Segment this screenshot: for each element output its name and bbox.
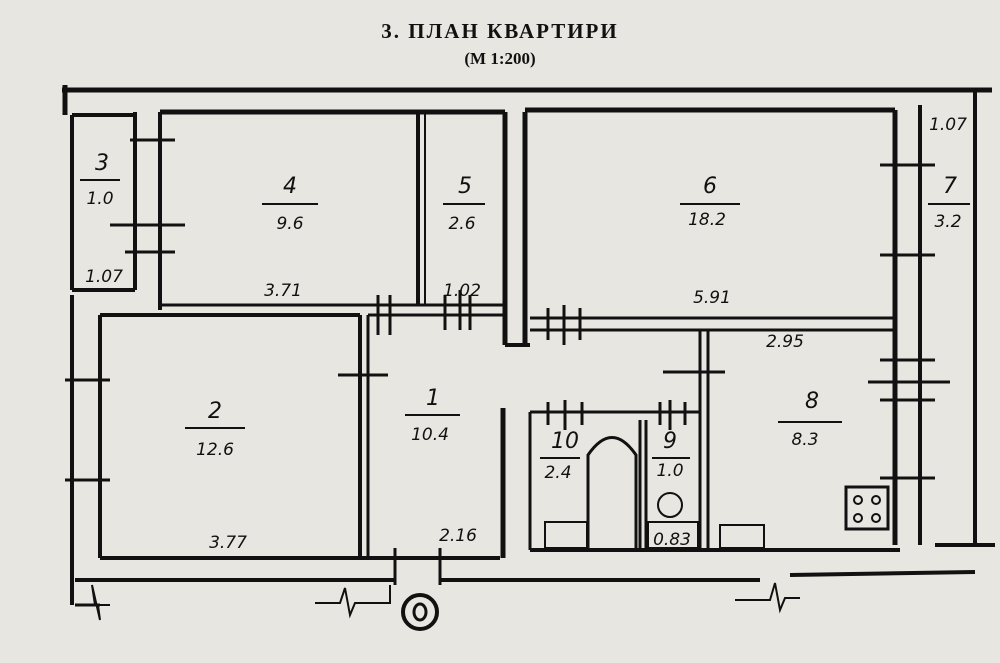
dimensions-room6_length: 5.91: [693, 288, 731, 308]
rooms-6-number: 7: [943, 174, 957, 199]
dimensions-room4_length: 3.71: [264, 281, 302, 301]
dimensions-room7_width: 1.07: [929, 115, 967, 135]
stove-icon: [844, 485, 890, 531]
walls: [62, 85, 995, 631]
dimensions-room3_width: 1.07: [85, 267, 123, 287]
rooms-7-area: 8.3: [791, 430, 818, 450]
room-3: 31.0: [80, 151, 120, 209]
rooms-5-number: 6: [703, 174, 717, 199]
rooms-3-area: 9.6: [276, 214, 303, 234]
room-1: 110.4: [405, 386, 460, 445]
room-10: 102.4: [540, 429, 580, 483]
room-8: 88.3: [778, 389, 842, 450]
rooms-8-area: 1.0: [656, 461, 683, 481]
rooms-0-area: 10.4: [411, 425, 449, 445]
rooms-9-number: 10: [551, 429, 579, 454]
room-6: 618.2: [680, 174, 740, 230]
dimensions-room8_length: 2.95: [766, 332, 804, 352]
rooms-6-area: 3.2: [934, 212, 961, 232]
rooms-1-area: 12.6: [196, 440, 234, 460]
rooms-7-number: 8: [805, 389, 819, 414]
plan-title: 3. ПЛАН КВАРТИРИ: [381, 19, 618, 43]
dimensions-room5_length: 1.02: [443, 281, 481, 301]
rooms-0-number: 1: [426, 386, 440, 411]
room-labels: 110.4 212.6 31.0 49.6 52.6 618.2 73.2 88…: [80, 151, 970, 483]
rooms-4-number: 5: [458, 174, 472, 199]
dimensions-room9_fixture: 0.83: [653, 530, 691, 550]
rooms-3-number: 4: [283, 174, 297, 199]
rooms-5-area: 18.2: [688, 210, 726, 230]
dimension-labels: 1.07 1.07 3.71 1.02 5.91 2.95 3.77 2.16 …: [85, 115, 967, 553]
room-9: 91.0: [652, 429, 690, 481]
dimensions-room1_length: 2.16: [439, 526, 477, 546]
entrance-icon: [401, 593, 439, 631]
rooms-4-area: 2.6: [448, 214, 475, 234]
room-7: 73.2: [928, 174, 970, 232]
room-2: 212.6: [185, 399, 245, 460]
rooms-9-area: 2.4: [544, 463, 571, 483]
rooms-8-number: 9: [663, 429, 677, 454]
dimensions-room2_length: 3.77: [209, 533, 247, 553]
rooms-1-number: 2: [208, 399, 222, 424]
room-4: 49.6: [262, 174, 318, 234]
plan-scale: (М 1:200): [464, 49, 535, 68]
rooms-2-number: 3: [95, 151, 109, 176]
rooms-2-area: 1.0: [86, 189, 113, 209]
room-5: 52.6: [443, 174, 485, 234]
